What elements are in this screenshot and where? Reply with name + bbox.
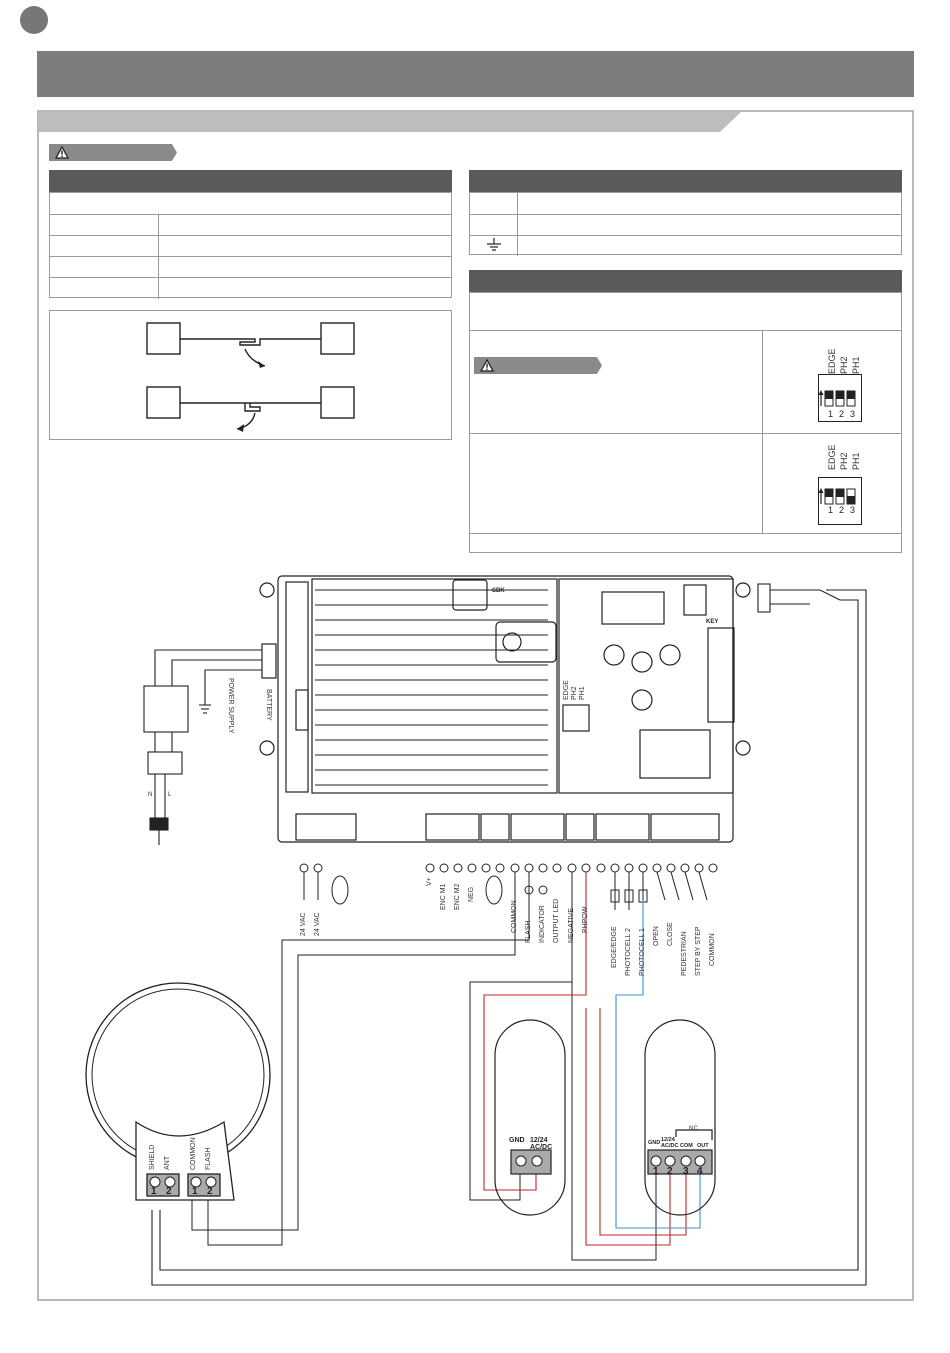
control-board — [259, 575, 751, 843]
tx-gnd-label: GND — [509, 1137, 525, 1144]
terminal-open: OPEN — [653, 926, 660, 946]
rx-out-label: OUT — [697, 1143, 709, 1149]
dip-switch-setting-2: EDGE PH2 PH1 1 2 3 — [816, 437, 876, 531]
content-frame — [37, 110, 914, 1301]
dip-switch-graphic — [818, 374, 862, 422]
left-table — [49, 192, 452, 299]
terminal-indicator: INDICATOR — [539, 905, 546, 943]
dip-warning-tab — [474, 357, 602, 374]
flasher-num-1: 1 — [151, 1186, 157, 1197]
terminal-phpow: PHPOW — [582, 906, 589, 933]
warning-icon — [55, 146, 69, 159]
flashing-light — [85, 982, 271, 1201]
rx-num-1: 1 — [653, 1166, 659, 1177]
warning-icon — [480, 359, 494, 372]
flasher-shield-label: SHIELD — [149, 1144, 156, 1170]
mains-n-label: N — [148, 792, 153, 798]
page-marker — [20, 6, 48, 34]
terminal-enc-m1: ENC M1 — [440, 883, 447, 910]
dip-panel: EDGE PH2 PH1 1 2 3 EDGE PH2 PH1 1 2 3 — [469, 292, 902, 553]
mains-l-label: L — [168, 792, 172, 798]
left-table-header — [49, 170, 452, 192]
flasher-common-label: COMMON — [190, 1137, 197, 1170]
right-table-header — [469, 170, 902, 192]
sbk-label: SBK — [492, 588, 505, 594]
ground-icon — [487, 238, 501, 251]
dip-switch-setting-1: EDGE PH2 PH1 1 2 3 — [816, 333, 876, 427]
flasher-num-2: 2 — [166, 1186, 172, 1197]
dip-number-1: 1 — [828, 505, 834, 515]
edge-diagram-box — [49, 310, 452, 440]
terminal-24vac-1: 24 VAC — [300, 912, 307, 936]
dip-label-ph1: PH1 — [851, 356, 861, 374]
rx-num-2: 2 — [667, 1166, 673, 1177]
rx-num-3: 3 — [683, 1166, 689, 1177]
terminal-vplus: V+ — [426, 877, 433, 886]
dip-label-ph2: PH2 — [839, 452, 849, 470]
right-table — [469, 192, 902, 256]
terminal-flash: FLASH — [525, 920, 532, 943]
warning-tab — [49, 144, 177, 161]
terminal-output-led: OUTPUT LED — [553, 898, 560, 943]
battery-label: BATTERY — [265, 689, 272, 721]
section-title-bar — [39, 112, 741, 132]
rx-com-label: COM — [680, 1143, 693, 1149]
dip-label-edge: EDGE — [827, 444, 837, 470]
flasher-ant-label: ANT — [164, 1156, 171, 1170]
board-dip-edge: EDGE — [563, 680, 570, 700]
terminal-common: COMMON — [511, 900, 518, 933]
dip-number-3: 3 — [850, 505, 856, 515]
dip-label-ph2: PH2 — [839, 356, 849, 374]
photocell-transmitter — [494, 1019, 566, 1216]
terminal-photocell-1: PHOTOCELL 1 — [639, 928, 646, 976]
terminal-24vac-2: 24 VAC — [314, 912, 321, 936]
terminal-step-by-step: STEP BY STEP — [695, 926, 702, 976]
rx-gnd-label: GND — [648, 1140, 661, 1146]
dip-label-ph1: PH1 — [851, 452, 861, 470]
terminal-close: CLOSE — [667, 922, 674, 946]
terminal-edge: EDGE/EDGE — [611, 926, 618, 968]
terminal-photocell-2: PHOTOCELL 2 — [625, 928, 632, 976]
dip-switch-graphic — [818, 477, 862, 525]
rx-num-4: 4 — [697, 1166, 703, 1177]
dip-panel-header — [469, 270, 902, 292]
dip-number-2: 2 — [839, 505, 845, 515]
header-bar — [37, 51, 914, 97]
board-dip-ph1: PH1 — [579, 686, 586, 700]
terminal-pedestrian: PEDESTRIAN — [681, 931, 688, 976]
rx-power-label: 12/24 AC/DC — [661, 1137, 679, 1149]
rx-nc-label: NC — [689, 1126, 699, 1132]
dip-number-2: 2 — [839, 409, 845, 419]
terminal-enc-m2: ENC M2 — [454, 883, 461, 910]
board-dip-ph2: PH2 — [571, 686, 578, 700]
edge-contact-diagram — [146, 322, 355, 432]
tx-power-label: 12/24 AC/DC — [530, 1137, 553, 1151]
terminal-commands-common: COMMON — [709, 933, 716, 966]
dip-number-3: 3 — [850, 409, 856, 419]
terminal-neg: NEG — [468, 886, 475, 902]
dip-label-edge: EDGE — [827, 348, 837, 374]
power-supply-label: POWER SUPPLY — [227, 678, 234, 734]
flasher-num-4: 2 — [207, 1186, 213, 1197]
dip-number-1: 1 — [828, 409, 834, 419]
terminal-negative: NEGATIVE — [568, 908, 575, 943]
wiring-diagram — [85, 575, 867, 1286]
flasher-flash-label: FLASH — [205, 1147, 212, 1170]
key-label: KEY — [706, 619, 719, 625]
flasher-num-3: 1 — [192, 1186, 198, 1197]
